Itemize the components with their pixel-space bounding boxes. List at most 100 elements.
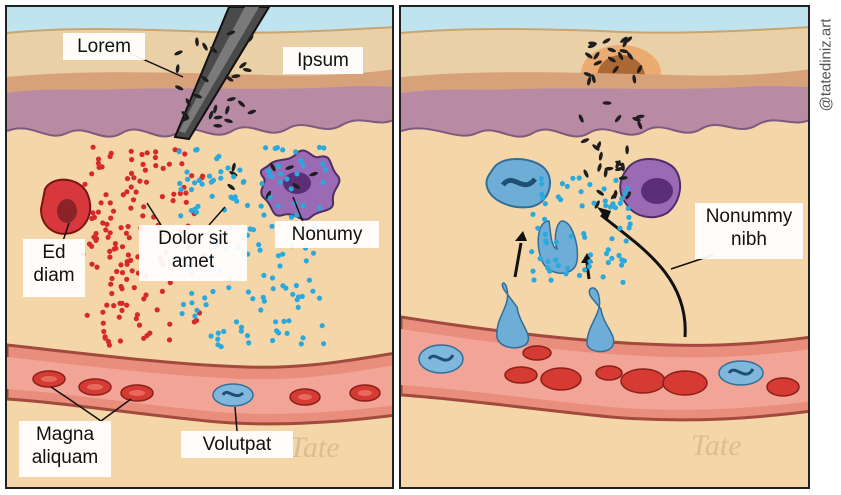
- blue-particle: [261, 272, 267, 278]
- blue-particle: [226, 285, 232, 291]
- blue-particle: [184, 169, 190, 175]
- blue-particle: [234, 198, 240, 204]
- blue-particle: [303, 258, 309, 264]
- blue-particle: [570, 175, 576, 181]
- ink-particle: [247, 34, 254, 43]
- blue-particle: [244, 202, 251, 208]
- artist-signature: Tate: [691, 429, 742, 462]
- artist-signature: Tate: [289, 431, 340, 464]
- blue-particle: [180, 301, 187, 308]
- blue-particle: [545, 259, 551, 265]
- blue-particle: [275, 330, 282, 336]
- red-particle: [123, 230, 129, 236]
- red-particle: [189, 173, 195, 179]
- label-center-line2: amet: [171, 251, 215, 272]
- blue-particle: [298, 158, 304, 164]
- ink-particle: [175, 64, 180, 74]
- blue-particle: [176, 149, 182, 155]
- red-particle: [167, 321, 173, 327]
- red-particle: [125, 252, 131, 258]
- blue-particle: [194, 307, 200, 313]
- red-particle: [167, 280, 173, 286]
- red-particle: [107, 230, 113, 236]
- blue-particle: [624, 185, 630, 192]
- blue-particle: [626, 214, 632, 220]
- ink-particle: [588, 41, 598, 46]
- ink-particle: [265, 190, 272, 199]
- label-white-cell: Volutpat: [181, 431, 293, 458]
- blue-particle: [218, 175, 224, 181]
- red-particle: [131, 285, 137, 291]
- red-particle: [144, 333, 150, 339]
- label-chemotaxis-line2: nibh: [731, 229, 767, 250]
- label-skin-surface: Ipsum: [283, 47, 363, 74]
- blue-particle: [306, 277, 312, 283]
- blue-particle: [233, 319, 240, 325]
- ink-particle: [208, 110, 214, 120]
- ink-particle: [620, 36, 628, 43]
- red-particle: [129, 157, 135, 163]
- blue-particle: [603, 251, 610, 257]
- blue-particle: [600, 274, 606, 280]
- blue-particle: [621, 258, 627, 264]
- red-blood-cells: [504, 345, 800, 397]
- red-particle: [89, 171, 95, 177]
- blue-particle: [617, 200, 623, 206]
- blue-particle: [298, 341, 304, 347]
- ink-particle: [635, 114, 645, 119]
- blue-particle: [316, 295, 323, 301]
- red-particle: [103, 192, 109, 198]
- blue-particle: [280, 147, 286, 153]
- ink-particle: [237, 100, 246, 108]
- blue-particle: [542, 201, 548, 207]
- red-particle: [137, 178, 143, 184]
- left-panel: Tate Lorem Ipsum Ed diam Dolor sit amet …: [5, 5, 394, 489]
- red-particle: [89, 261, 95, 267]
- blue-particle: [240, 179, 246, 185]
- blue-particle: [269, 223, 275, 229]
- red-particle: [114, 268, 120, 275]
- red-particle: [110, 208, 117, 214]
- skin-surface-line: [401, 26, 808, 34]
- red-particle: [171, 191, 177, 197]
- blue-particle: [587, 258, 593, 264]
- ink-particle: [270, 163, 276, 172]
- basal-layer-edge: [7, 119, 392, 138]
- ink-particle: [603, 168, 608, 178]
- blue-particle: [542, 216, 548, 222]
- blue-particle: [189, 290, 195, 296]
- ink-particle: [292, 183, 301, 190]
- blue-particle: [578, 189, 584, 195]
- blue-particle: [290, 291, 296, 297]
- blue-particle: [203, 302, 209, 308]
- red-particle: [103, 227, 109, 233]
- blue-particle: [555, 194, 561, 200]
- ink-particle: [607, 47, 616, 53]
- ink-particle: [625, 191, 632, 200]
- red-particle: [172, 147, 178, 153]
- blue-particle: [267, 172, 273, 179]
- blue-particle: [613, 177, 619, 183]
- blue-particle: [273, 319, 279, 325]
- red-particle: [179, 161, 185, 167]
- blue-particle: [250, 296, 256, 302]
- red-particle: [105, 234, 111, 240]
- ink-particle: [226, 30, 236, 36]
- blue-particle: [221, 328, 227, 335]
- blue-particle: [548, 277, 554, 283]
- blue-particle: [192, 180, 198, 186]
- blue-particle: [310, 250, 317, 256]
- red-particle: [142, 167, 148, 173]
- red-particle: [182, 151, 188, 157]
- red-particle: [117, 338, 123, 344]
- blue-particle: [543, 240, 550, 246]
- red-particle: [100, 309, 106, 315]
- blue-particle: [189, 300, 195, 306]
- red-particle: [153, 163, 159, 169]
- blue-particle: [206, 173, 213, 179]
- ink-particle: [583, 72, 593, 77]
- ink-particle: [602, 101, 612, 105]
- red-particle: [144, 150, 150, 156]
- blue-particle: [607, 204, 613, 210]
- blue-particle: [300, 163, 306, 169]
